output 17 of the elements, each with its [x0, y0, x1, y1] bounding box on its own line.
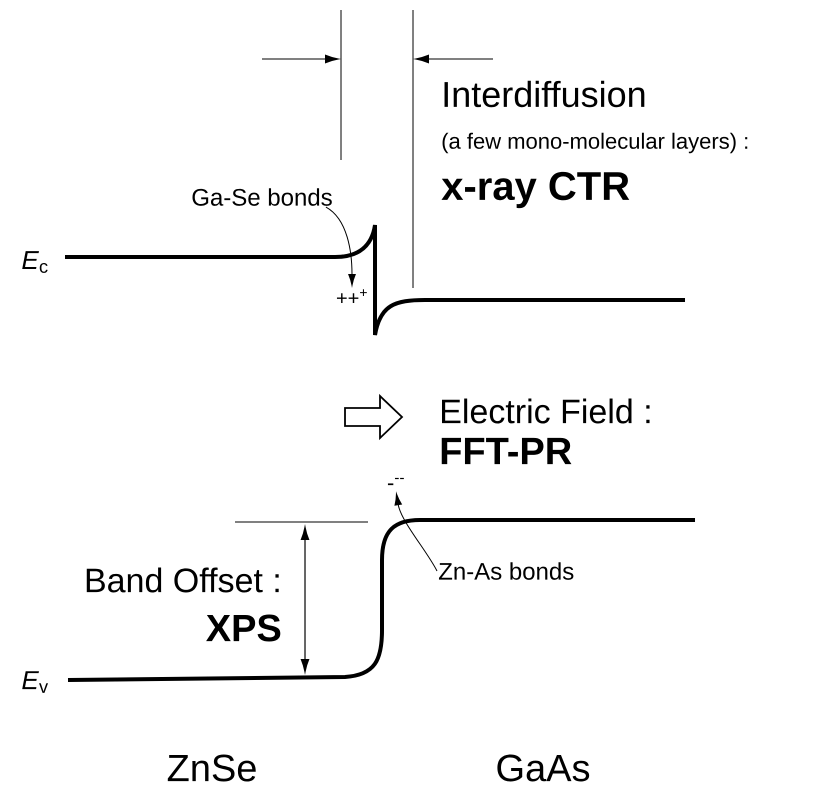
heading-text: Band Offset : — [86, 568, 279, 592]
band-label: E$_{v}$ — [22, 671, 48, 693]
method-text: XPS — [206, 614, 280, 642]
method-text: FFT-PR — [442, 438, 572, 464]
heading-text: Interdiffusion — [444, 80, 644, 108]
material-label: GaAs — [497, 754, 590, 782]
band-label: E$_{c}$ — [22, 251, 48, 273]
charge-mark: ++$^{+}$ — [336, 289, 367, 304]
material-label: ZnSe — [168, 754, 256, 782]
annotation-text: Zn-As bonds — [438, 562, 574, 580]
heading-text: Electric Field : — [442, 398, 650, 424]
charge-mark: -$^{--}$ — [388, 478, 404, 486]
leader-arrow — [325, 206, 356, 286]
note-text: (a few mono-molecular layers) : — [442, 132, 748, 154]
leader-arrow — [394, 493, 438, 572]
annotation-text: Ga-Se bonds — [192, 188, 332, 206]
method-text: x-ray CTR — [441, 172, 630, 208]
